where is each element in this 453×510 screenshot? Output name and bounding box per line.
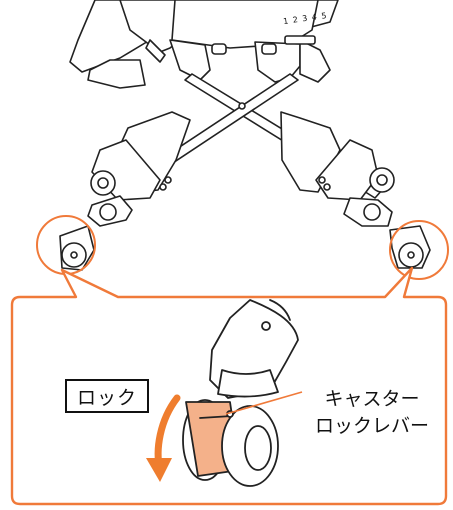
caster-lever-label-line2: ロックレバー [314,415,429,437]
frame-joint-left [169,39,211,81]
right-caster-highlight [389,220,449,280]
lock-label-box: ロック [65,379,149,413]
label-leader-line [225,391,303,415]
caster-lever-label-line1: キャスター [324,388,420,410]
caster-lock-lever-label: キャスター ロックレバー [302,386,442,440]
footrest [87,59,146,89]
lock-label: ロック [76,386,137,409]
